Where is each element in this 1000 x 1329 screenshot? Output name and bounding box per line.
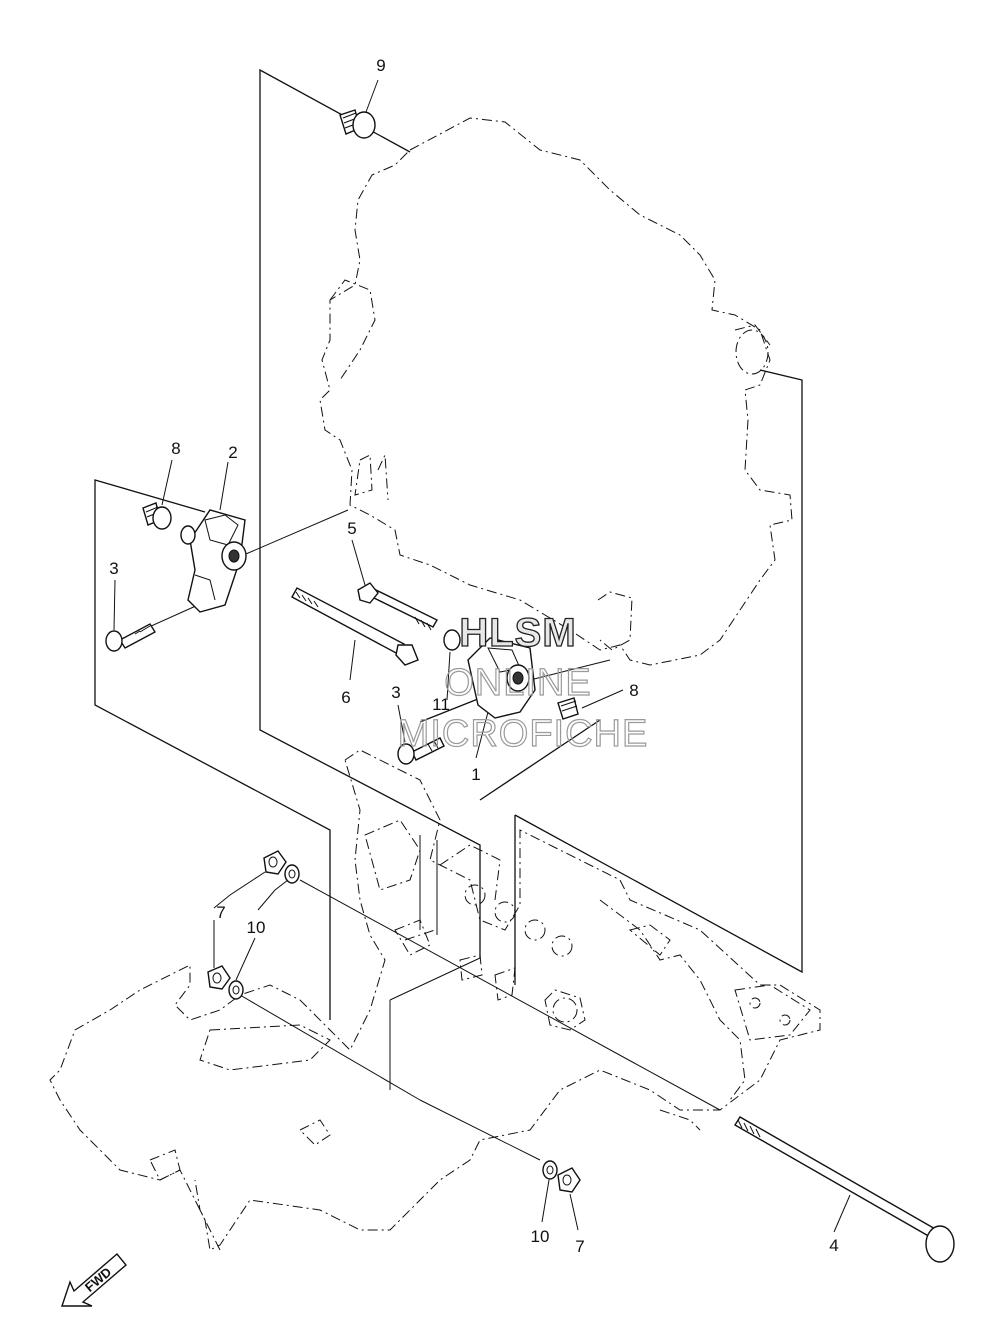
leader-lines: [113, 79, 851, 1233]
callout-3-left: 3: [109, 559, 118, 578]
frame-structure: [49, 749, 821, 1251]
callout-labels: 9 8 2 3 5 6 11 8 3 1 7 10 10 7 4: [109, 56, 838, 1256]
bolt-part-8-left: [142, 502, 172, 530]
callout-1: 1: [471, 765, 480, 784]
callout-4: 4: [829, 1236, 838, 1255]
through-bolt-part-6: [291, 587, 419, 666]
bolt-part-9: [339, 109, 376, 139]
callout-2: 2: [228, 443, 237, 462]
washer-part-11: [443, 629, 461, 651]
bolt-part-5: [357, 582, 438, 631]
fwd-arrow-icon: FWD: [61, 1253, 127, 1307]
callout-5: 5: [347, 519, 356, 538]
engine-mount-part-1: [467, 637, 536, 719]
nut-part-7-lower: [557, 1167, 581, 1193]
callout-10-top: 10: [247, 918, 266, 937]
callout-6: 6: [341, 688, 350, 707]
callout-8-left: 8: [171, 439, 180, 458]
watermark-line-3: MICROFICHE: [398, 713, 649, 755]
callout-11: 11: [432, 695, 450, 714]
nut-part-7-upper-a: [263, 850, 287, 875]
reference-lines: [94, 68, 803, 1161]
callout-9: 9: [376, 56, 385, 75]
bolt-part-3-center: [397, 737, 445, 765]
bolt-part-3-left: [105, 623, 156, 652]
engine-outline: [319, 117, 793, 666]
bolt-part-8-right: [557, 697, 579, 720]
callout-7-bottom: 7: [575, 1237, 584, 1256]
watermark-line-1: HLSM: [459, 611, 576, 655]
nut-part-7-upper-b: [207, 965, 231, 990]
washer-part-10-upper-a: [284, 864, 300, 884]
callout-3-center: 3: [391, 683, 400, 702]
long-bolt-part-4: [734, 1116, 955, 1263]
callout-10-bottom: 10: [531, 1227, 550, 1246]
washer-part-10-upper-b: [228, 980, 244, 1000]
callout-8-right: 8: [629, 681, 638, 700]
watermark-line-2: ONLINE: [444, 662, 591, 704]
callout-7-top: 7: [216, 903, 225, 922]
washer-part-10-lower: [542, 1160, 558, 1180]
engine-mount-part-2: [180, 509, 247, 613]
watermark: HLSM ONLINE MICROFICHE: [397, 610, 649, 755]
